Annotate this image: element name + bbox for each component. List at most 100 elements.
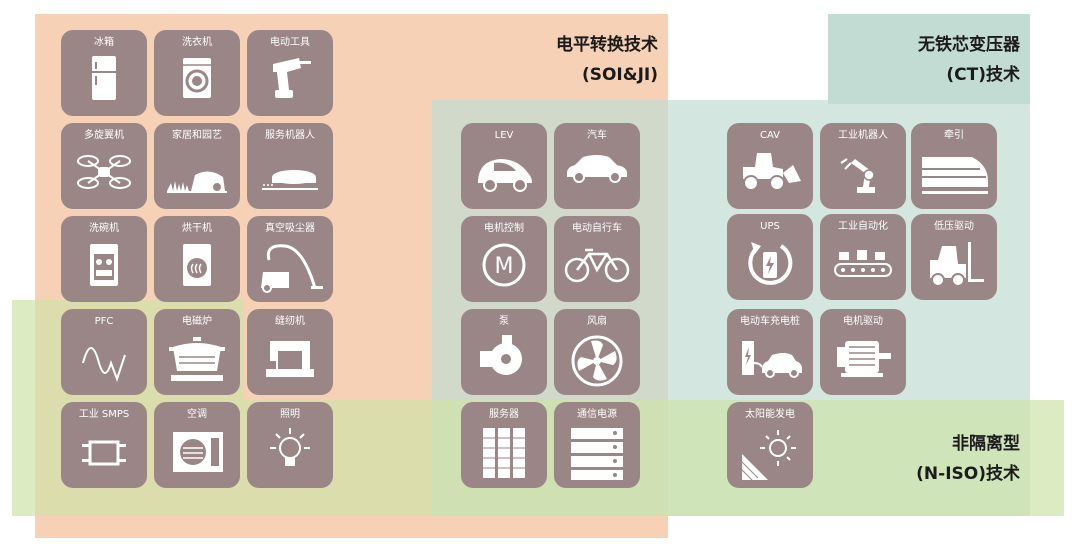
solar-panel-icon bbox=[741, 430, 796, 481]
air-conditioner-icon bbox=[173, 432, 223, 472]
ev-charger-icon bbox=[742, 341, 802, 378]
light-bulb-icon bbox=[270, 428, 310, 466]
drone-icon bbox=[77, 155, 131, 189]
tile-motor-control[interactable]: 电机控制 M bbox=[461, 216, 547, 302]
dishwasher-icon bbox=[90, 244, 118, 286]
tile-washer[interactable]: 洗衣机 bbox=[154, 30, 240, 116]
tile-garden[interactable]: 家居和园艺 bbox=[154, 123, 240, 209]
level-shift-title-line1: 电平转换技术 bbox=[556, 35, 658, 55]
coreless-title-line2: (CT)技术 bbox=[946, 65, 1020, 85]
level-shift-title-line2: (SOI&JI) bbox=[581, 65, 658, 85]
tile-induction[interactable]: 电磁炉 bbox=[154, 309, 240, 395]
tile-robot[interactable]: 服务机器人 bbox=[247, 123, 333, 209]
tile-power-tool[interactable]: 电动工具 bbox=[247, 30, 333, 116]
tile-label: 低压驱动 bbox=[934, 221, 974, 232]
tile-label: LEV bbox=[494, 130, 514, 141]
high-speed-train-icon bbox=[922, 157, 988, 194]
tile-vacuum[interactable]: 真空吸尘器 bbox=[247, 216, 333, 302]
sewing-machine-icon bbox=[266, 341, 314, 377]
tile-fan[interactable]: 风扇 bbox=[554, 309, 640, 395]
tile-label: 多旋翼机 bbox=[84, 130, 124, 141]
server-rack-icon bbox=[483, 428, 525, 478]
tile-label: 通信电源 bbox=[577, 409, 617, 420]
non-iso-region bbox=[244, 400, 1064, 516]
tile-pfc[interactable]: PFC bbox=[61, 309, 147, 395]
drill-icon bbox=[273, 58, 311, 98]
tile-label: 家居和园艺 bbox=[172, 130, 222, 141]
tile-server[interactable]: 服务器 bbox=[461, 402, 547, 488]
tile-label: 电磁炉 bbox=[182, 316, 212, 327]
tile-label: 照明 bbox=[280, 409, 300, 420]
tile-pump[interactable]: 泵 bbox=[461, 309, 547, 395]
tile-dishwasher[interactable]: 洗碗机 bbox=[61, 216, 147, 302]
tile-fridge[interactable]: 冰箱 bbox=[61, 30, 147, 116]
tile-lev[interactable]: LEV bbox=[461, 123, 547, 209]
tile-label: 洗衣机 bbox=[182, 37, 212, 48]
non-iso-title-line1: 非隔离型 bbox=[952, 434, 1020, 454]
pump-icon bbox=[480, 335, 522, 375]
tile-label: 电机驱动 bbox=[843, 316, 883, 327]
tile-label: 真空吸尘器 bbox=[265, 223, 315, 234]
tile-label: 空调 bbox=[187, 409, 207, 420]
coreless-region-top bbox=[828, 14, 1030, 104]
robot-vacuum-icon bbox=[262, 170, 318, 190]
telecom-rack-icon bbox=[571, 428, 623, 480]
non-iso-title-line2: (N-ISO)技术 bbox=[916, 464, 1020, 484]
tile-lighting[interactable]: 照明 bbox=[247, 402, 333, 488]
washing-machine-icon bbox=[183, 58, 211, 98]
tile-dryer[interactable]: 烘干机 bbox=[154, 216, 240, 302]
tile-ebike[interactable]: 电动自行车 bbox=[554, 216, 640, 302]
tile-label: 电动车充电桩 bbox=[740, 316, 800, 327]
induction-cooker-icon bbox=[169, 337, 225, 381]
car-icon bbox=[567, 155, 627, 183]
vacuum-cleaner-icon bbox=[261, 244, 323, 293]
tile-label: 电动工具 bbox=[270, 37, 310, 48]
tile-label: 工业自动化 bbox=[838, 221, 888, 232]
ups-battery-icon bbox=[748, 242, 793, 285]
tile-label: 太阳能发电 bbox=[745, 409, 795, 420]
coreless-title-line1: 无铁芯变压器 bbox=[918, 35, 1020, 55]
tile-car[interactable]: 汽车 bbox=[554, 123, 640, 209]
tile-forklift[interactable]: 低压驱动 bbox=[911, 214, 997, 300]
electric-motor-icon bbox=[837, 341, 891, 377]
tile-telecom[interactable]: 通信电源 bbox=[554, 402, 640, 488]
tile-automation[interactable]: 工业自动化 bbox=[820, 214, 906, 300]
robot-arm-icon bbox=[840, 158, 875, 193]
tile-label: 服务机器人 bbox=[265, 130, 315, 141]
smps-chip-icon bbox=[82, 440, 126, 466]
tile-label: 烘干机 bbox=[182, 223, 212, 234]
tile-traction[interactable]: 牵引 bbox=[911, 123, 997, 209]
tile-solar[interactable]: 太阳能发电 bbox=[727, 402, 813, 488]
tile-label: PFC bbox=[94, 316, 114, 327]
tile-label: 电机控制 bbox=[484, 223, 524, 234]
tile-label: 缝纫机 bbox=[275, 316, 305, 327]
tile-label: 洗碗机 bbox=[89, 223, 119, 234]
tile-label: 电动自行车 bbox=[572, 223, 622, 234]
forklift-icon bbox=[930, 242, 984, 287]
coreless-title: 无铁芯变压器 (CT)技术 bbox=[860, 30, 1020, 90]
tile-cav[interactable]: CAV bbox=[727, 123, 813, 209]
tile-smps[interactable]: 工业 SMPS bbox=[61, 402, 147, 488]
electric-microcar-icon bbox=[478, 159, 532, 192]
tile-aircon[interactable]: 空调 bbox=[154, 402, 240, 488]
tile-motor-drive[interactable]: 电机驱动 bbox=[820, 309, 906, 395]
tile-sewing[interactable]: 缝纫机 bbox=[247, 309, 333, 395]
tile-ev-charger[interactable]: 电动车充电桩 bbox=[727, 309, 813, 395]
conveyor-icon bbox=[834, 250, 892, 277]
tile-label: 工业 SMPS bbox=[78, 409, 130, 420]
non-iso-title: 非隔离型 (N-ISO)技术 bbox=[860, 429, 1020, 489]
tile-label: CAV bbox=[759, 130, 781, 141]
tile-industrial-robot[interactable]: 工业机器人 bbox=[820, 123, 906, 209]
motor-m-icon: M bbox=[482, 243, 526, 287]
tile-label: 泵 bbox=[499, 316, 509, 327]
motor-letter: M bbox=[495, 254, 514, 279]
tile-label: 风扇 bbox=[587, 316, 607, 327]
tile-label: 冰箱 bbox=[94, 37, 114, 48]
tile-ups[interactable]: UPS bbox=[727, 214, 813, 300]
tile-label: 牵引 bbox=[944, 130, 964, 141]
level-shift-title: 电平转换技术 (SOI&JI) bbox=[500, 30, 658, 90]
tile-label: 工业机器人 bbox=[838, 130, 888, 141]
tile-drone[interactable]: 多旋翼机 bbox=[61, 123, 147, 209]
fridge-icon bbox=[92, 56, 116, 100]
bicycle-icon bbox=[564, 248, 630, 283]
